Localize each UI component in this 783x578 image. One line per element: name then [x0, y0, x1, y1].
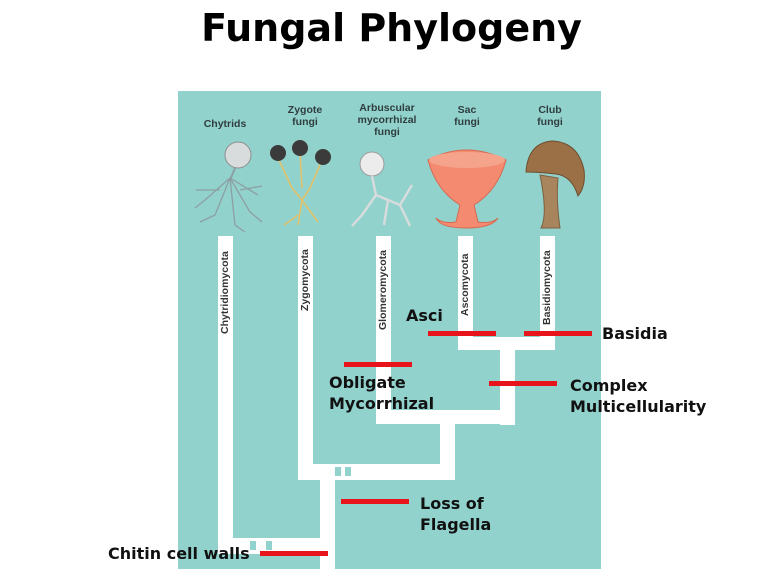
group-label-sac-fungi: Sac fungi	[454, 104, 480, 128]
annotation-loss-of-flagella: Loss of Flagella	[420, 493, 491, 535]
annotation-asci: Asci	[406, 306, 443, 325]
annotation-obligate-line1: Obligate	[329, 373, 406, 392]
annotation-complex-line1: Complex	[570, 376, 648, 395]
branch-ascomycota	[458, 236, 473, 350]
branch-basidiomycota	[540, 236, 555, 350]
trait-markers	[260, 331, 592, 556]
chytrid-sporangium	[224, 141, 252, 169]
group-label-chytrids: Chytrids	[203, 118, 247, 130]
annotation-complex-multicellularity: Complex Multicellularity	[570, 375, 706, 417]
annotation-flagella-line2: Flagella	[420, 515, 492, 534]
club-fungus-illustration	[525, 140, 585, 229]
marker-obligate-mycorrhizal	[344, 362, 412, 367]
annotation-flagella-line1: Loss of	[420, 494, 484, 513]
tree-branches	[218, 236, 555, 569]
join-root	[218, 538, 335, 554]
marker-loss-of-flagella	[341, 499, 409, 504]
page-title: Fungal Phylogeny	[201, 6, 582, 50]
marker-chitin-cell-walls	[260, 551, 328, 556]
annotation-complex-line2: Multicellularity	[570, 397, 707, 416]
marker-complex-multicellularity	[489, 381, 557, 386]
phylum-label-zygomycota: Zygomycota	[299, 249, 311, 311]
marker-asci	[428, 331, 496, 336]
zygote-illustration	[270, 140, 331, 226]
branch-glomeromycota	[376, 236, 391, 424]
marker-basidia	[524, 331, 592, 336]
annotation-chitin-cell-walls: Chitin cell walls	[108, 544, 250, 563]
branch-chytridiomycota	[218, 236, 233, 554]
group-label-arbuscular-fungi: Arbuscular mycorrhizal fungi	[357, 102, 417, 138]
stem-zygo	[320, 464, 335, 554]
group-label-zygote-fungi: Zygote fungi	[287, 104, 323, 128]
phylum-label-basidiomycota: Basidiomycota	[541, 250, 553, 325]
phylum-label-ascomycota: Ascomycota	[459, 253, 471, 316]
group-label-club-fungi: Club fungi	[537, 104, 563, 128]
annotation-obligate-mycorrhizal: Obligate Mycorrhizal	[329, 372, 434, 414]
phylum-label-chytridiomycota: Chytridiomycota	[219, 251, 231, 334]
phylum-label-glomeromycota: Glomeromycota	[377, 250, 389, 330]
annotation-obligate-line2: Mycorrhizal	[329, 394, 435, 413]
arbuscular-illustration	[351, 151, 414, 227]
branch-zygomycota	[298, 236, 313, 476]
annotation-basidia: Basidia	[602, 324, 668, 343]
sac-fungus-illustration	[427, 149, 507, 229]
stem-symbiomycota	[440, 410, 455, 480]
chytrid-illustration	[194, 177, 263, 233]
